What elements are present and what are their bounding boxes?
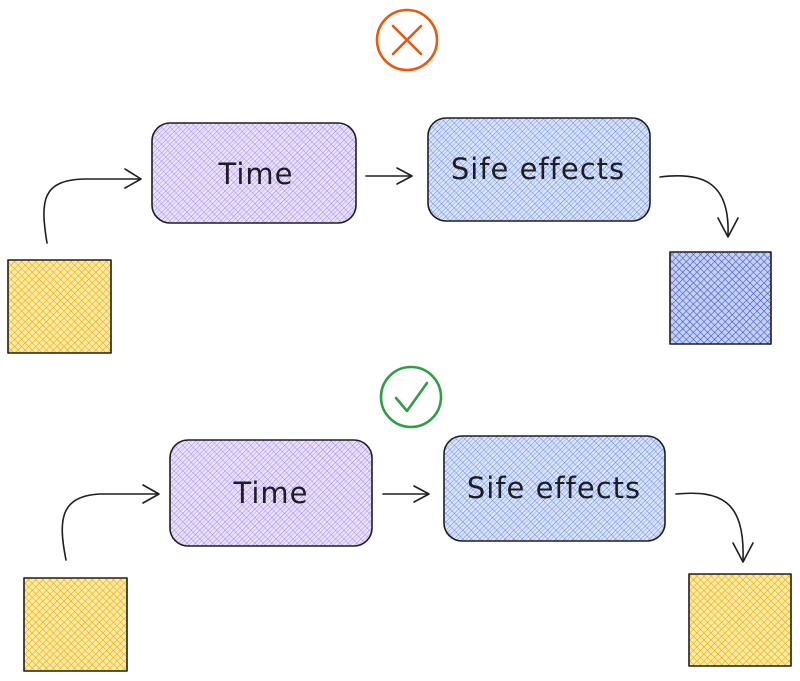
input-yellow-square	[7, 259, 112, 354]
time-label: Time	[233, 476, 309, 510]
input-yellow-square	[23, 577, 128, 672]
arrow-time-to-side-effects	[365, 167, 413, 185]
side-effects-box: Sife effects	[427, 117, 651, 222]
time-box: Time	[169, 439, 373, 547]
side-effects-box: Sife effects	[443, 435, 666, 542]
arrow-time-to-side-effects	[382, 485, 430, 503]
arrow-side-effects-to-output	[675, 492, 754, 563]
top-row: Time Sife effects	[7, 8, 772, 354]
output-blue-square	[669, 251, 772, 345]
x-circle-icon	[375, 8, 439, 72]
check-circle-icon	[379, 365, 443, 429]
time-label: Time	[218, 157, 294, 191]
side-effects-label: Sife effects	[451, 152, 625, 186]
time-box: Time	[151, 122, 357, 224]
bottom-row: Time Sife effects	[23, 365, 792, 672]
output-yellow-square	[688, 573, 792, 667]
arrow-side-effects-to-output	[659, 174, 739, 238]
side-effects-label: Sife effects	[467, 471, 641, 505]
arrow-input-to-time	[61, 484, 160, 561]
arrow-input-to-time	[43, 168, 142, 244]
